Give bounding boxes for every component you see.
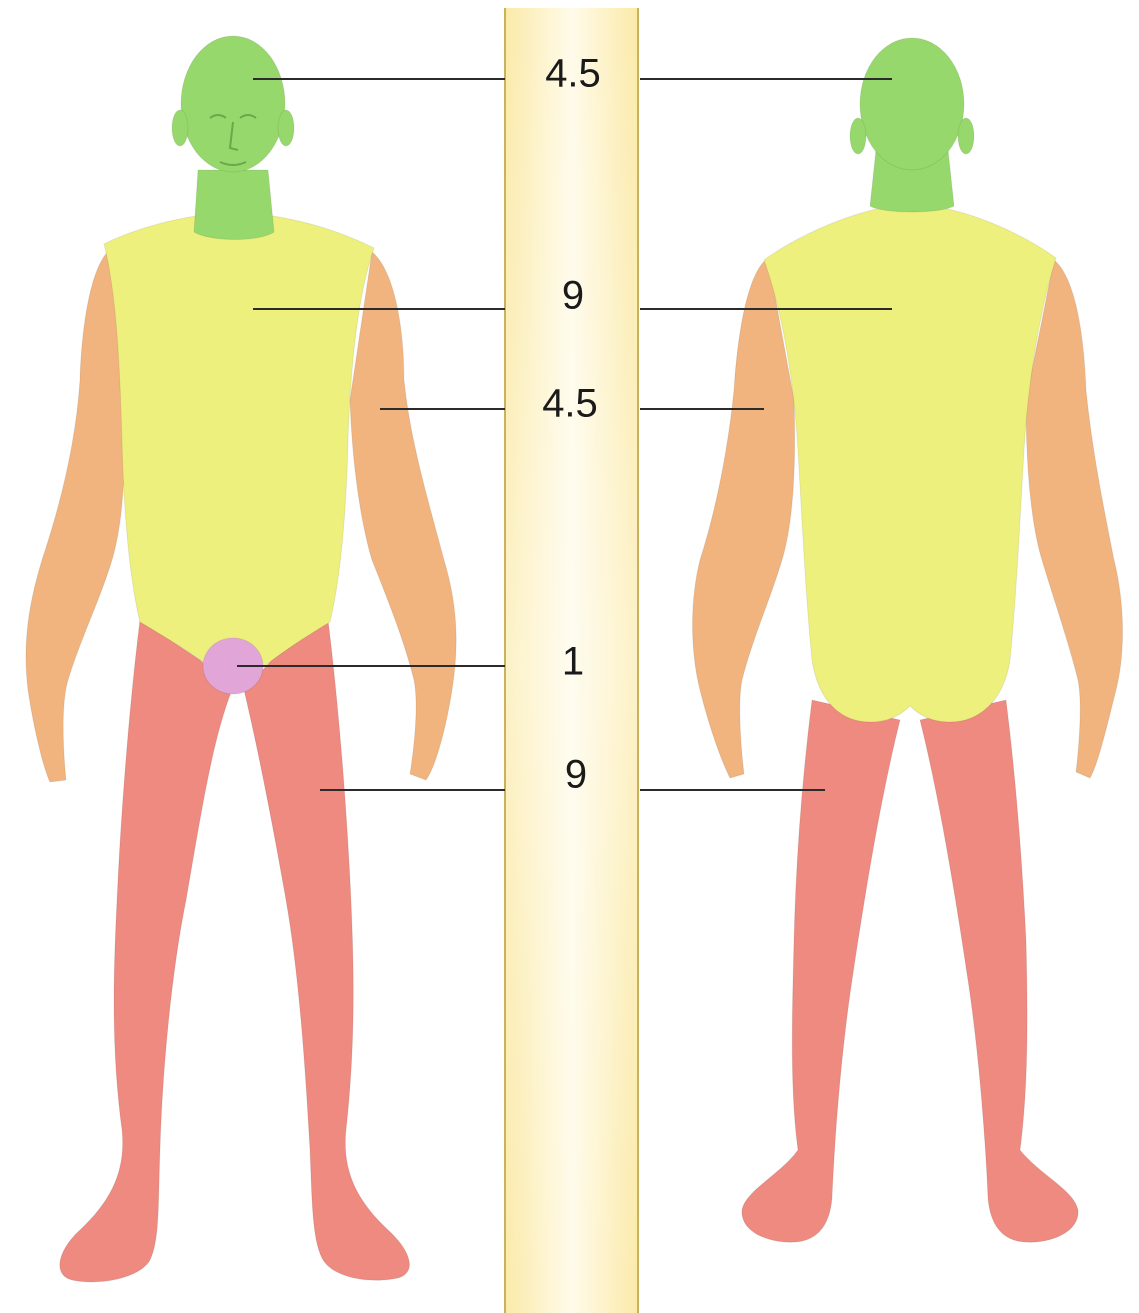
back-head [850,38,974,212]
front-legs [60,620,410,1282]
trunk-value: 9 [562,274,584,318]
back-legs [742,700,1078,1242]
leg-value: 9 [565,753,587,797]
back-trunk [764,204,1056,722]
front-head [172,36,294,240]
front-trunk [104,212,374,680]
front-figure [26,36,456,1282]
head-value: 4.5 [545,52,601,96]
groin-value: 1 [562,640,584,684]
back-figure [693,38,1123,1242]
arm-value: 4.5 [542,382,598,426]
